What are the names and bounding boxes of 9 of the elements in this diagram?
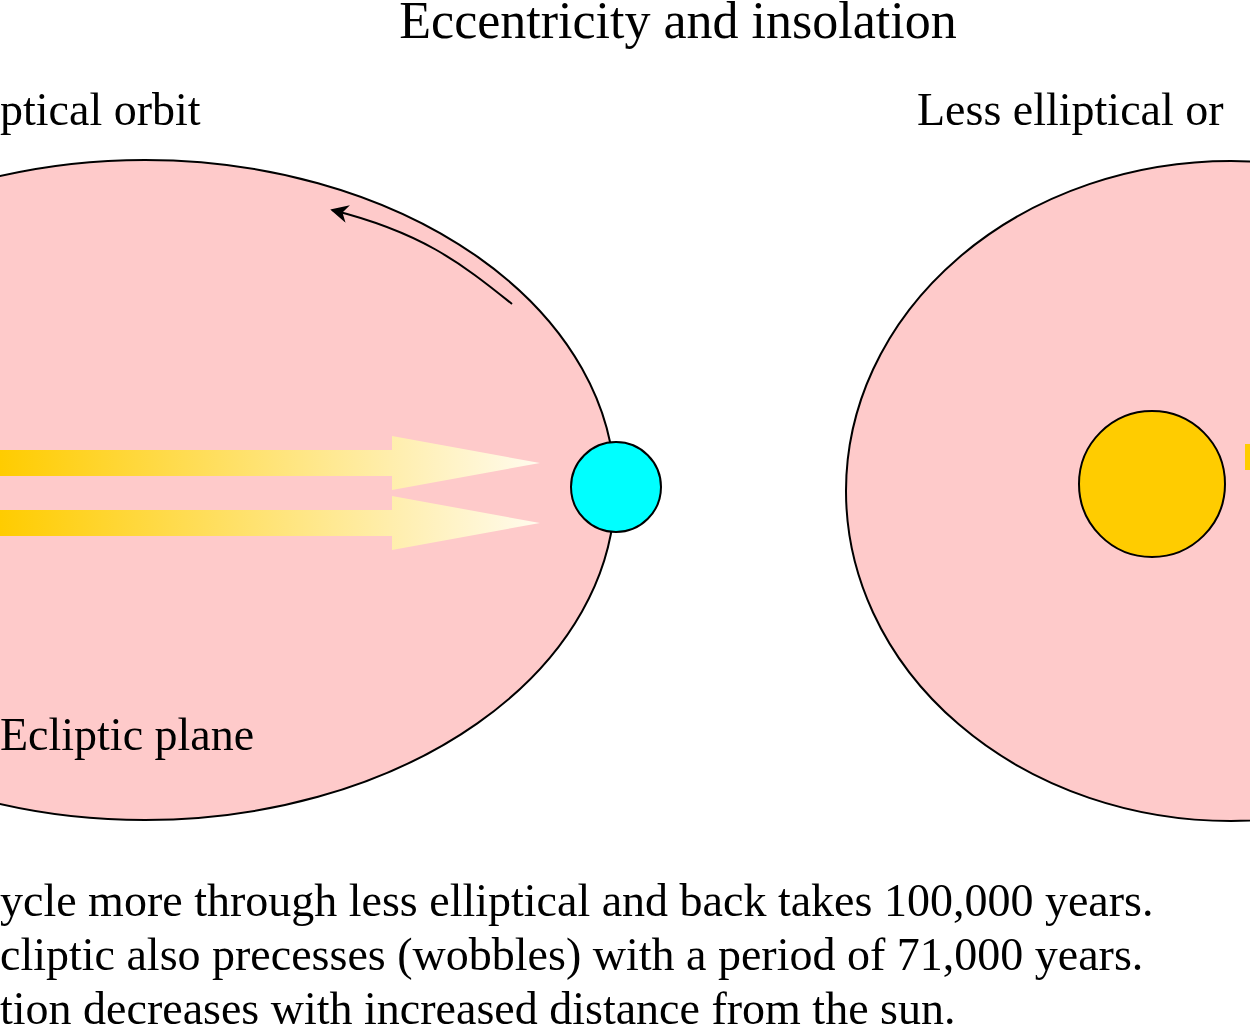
title: Eccentricity and insolation (398, 0, 958, 50)
plane-label: Ecliptic plane (0, 710, 255, 761)
orbit-heading: ptical orbit (0, 85, 201, 136)
note-text: cliptic also precesses (wobbles) with a period of 71,000 years. (0, 930, 1144, 981)
sun-circle (1078, 410, 1226, 558)
note-text: ycle more through less elliptical and back takes 100,000 years. (0, 876, 1154, 927)
note-text: tion decreases with increased distance from the sun. (0, 984, 956, 1035)
orbit-heading: Less elliptical or (917, 85, 1224, 136)
earth-circle (570, 441, 662, 533)
